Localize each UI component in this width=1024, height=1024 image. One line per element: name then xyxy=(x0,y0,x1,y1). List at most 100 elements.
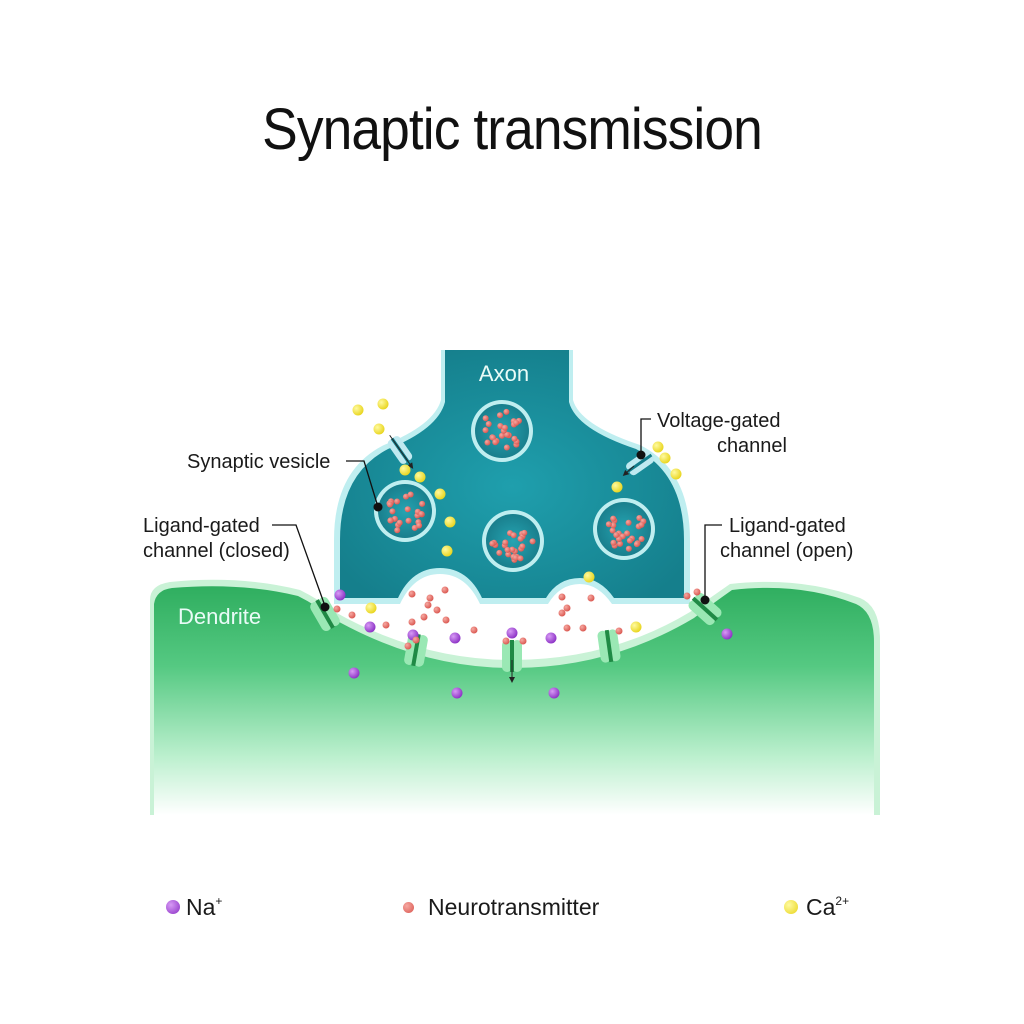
neurotransmitter-molecule xyxy=(502,637,510,645)
synaptic-vesicle-label: Synaptic vesicle xyxy=(187,451,330,473)
neurotransmitter-molecule xyxy=(497,423,504,430)
neurotransmitter-molecule xyxy=(615,627,623,635)
neurotransmitter-molecule xyxy=(441,586,449,594)
neurotransmitter-molecule xyxy=(396,519,403,526)
neurotransmitter-molecule xyxy=(625,545,632,552)
neurotransmitter-molecule xyxy=(426,594,434,602)
neurotransmitter-molecule xyxy=(408,590,416,598)
legend-label-na: Na+ xyxy=(186,893,223,920)
neurotransmitter-molecule xyxy=(613,532,620,539)
neurotransmitter-molecule xyxy=(624,530,631,537)
neurotransmitter-molecule xyxy=(424,601,432,609)
ca-ion xyxy=(611,481,623,493)
neurotransmitter-molecule xyxy=(502,539,509,546)
neurotransmitter-molecule xyxy=(389,508,396,515)
neurotransmitter-molecule xyxy=(517,555,524,562)
neurotransmitter-molecule xyxy=(563,604,571,612)
ca-ion xyxy=(352,404,364,416)
neurotransmitter-molecule xyxy=(484,439,491,446)
neurotransmitter-molecule xyxy=(405,517,412,524)
neurotransmitter-molecule xyxy=(609,527,616,534)
ca-ion-icon xyxy=(784,900,798,914)
neurotransmitter-molecule xyxy=(503,408,510,415)
neurotransmitter-molecule xyxy=(348,611,356,619)
neurotransmitter-molecule xyxy=(412,636,420,644)
neurotransmitter-molecule xyxy=(387,517,394,524)
callout-synaptic-vesicle: Synaptic vesicle xyxy=(187,451,383,512)
neurotransmitter-molecule xyxy=(512,554,519,561)
ca-ion xyxy=(373,423,385,435)
neurotransmitter-molecule xyxy=(587,594,595,602)
na-ion xyxy=(721,628,733,640)
neurotransmitter-molecule xyxy=(333,605,341,613)
neurotransmitter-molecule xyxy=(517,535,524,542)
legend-item-na: Na+ xyxy=(166,890,222,924)
neurotransmitter-molecule xyxy=(503,444,510,451)
ca-ion xyxy=(659,452,671,464)
neurotransmitter-molecule xyxy=(485,421,492,428)
callout-voltage-gated: Voltage-gated channel xyxy=(636,410,787,460)
neurotransmitter-molecule xyxy=(489,540,496,547)
neurotransmitter-molecule xyxy=(504,431,511,438)
legend-label-ca: Ca2+ xyxy=(806,893,850,920)
neurotransmitter-molecule xyxy=(513,419,520,426)
neurotransmitter-molecule xyxy=(605,521,612,528)
voltage-gated-channel-left xyxy=(387,434,414,469)
synaptic-vesicle xyxy=(374,480,436,542)
neurotransmitter-molecule xyxy=(504,546,511,553)
neurotransmitter-molecule xyxy=(563,624,571,632)
neurotransmitter-molecule xyxy=(419,500,426,507)
ca-ion xyxy=(630,621,642,633)
callout-ligand-open: Ligand-gated channel (open) xyxy=(700,515,853,605)
neurotransmitter-molecule xyxy=(496,549,503,556)
neurotransmitter-molecule xyxy=(505,551,512,558)
ca-ion xyxy=(377,398,389,410)
ligand-gated-channel xyxy=(502,640,522,672)
neurotransmitter-molecule xyxy=(386,501,393,508)
neurotransmitter-icon xyxy=(403,901,414,913)
neurotransmitter-molecule xyxy=(394,527,401,534)
ligand-closed-label-line2: channel (closed) xyxy=(143,540,290,562)
neurotransmitter-molecule xyxy=(610,539,617,546)
na-ion xyxy=(548,687,560,699)
neurotransmitter-molecule xyxy=(382,621,390,629)
ca-ion xyxy=(414,471,426,483)
neurotransmitter-molecule xyxy=(519,543,526,550)
synaptic-vesicle xyxy=(482,510,544,572)
callout-ligand-closed: Ligand-gated channel (closed) xyxy=(143,515,330,612)
ca-ion xyxy=(434,488,446,500)
ligand-closed-label-line1: Ligand-gated xyxy=(143,515,260,537)
ca-ion xyxy=(670,468,682,480)
neurotransmitter-molecule xyxy=(482,415,489,422)
neurotransmitter-molecule xyxy=(693,588,701,596)
neurotransmitter-molecule xyxy=(418,510,425,517)
neurotransmitter-molecule xyxy=(558,609,566,617)
na-ion xyxy=(506,627,518,639)
neurotransmitter-molecule xyxy=(402,493,409,500)
vesicle-group xyxy=(374,400,655,572)
na-ion xyxy=(364,621,376,633)
neurotransmitter-molecule xyxy=(625,519,632,526)
neurotransmitter-molecule xyxy=(511,435,518,442)
na-ion-icon xyxy=(166,900,180,914)
neurotransmitter-molecule xyxy=(529,538,536,545)
neurotransmitter-molecule xyxy=(617,540,624,547)
neurotransmitter-molecule xyxy=(633,541,640,548)
neurotransmitter-molecule xyxy=(404,642,412,650)
ca-ion xyxy=(399,464,411,476)
neurotransmitter-molecule xyxy=(510,532,517,539)
neurotransmitter-molecule xyxy=(489,434,496,441)
neurotransmitter-molecule xyxy=(638,521,645,528)
neurotransmitter-molecule xyxy=(470,626,478,634)
neurotransmitter-molecule xyxy=(638,535,645,542)
ion-group xyxy=(333,398,733,699)
neurotransmitter-molecule xyxy=(626,537,633,544)
legend-item-neurotransmitter: Neurotransmitter xyxy=(403,890,599,924)
ca-ion xyxy=(652,441,664,453)
legend-label-neurotransmitter: Neurotransmitter xyxy=(428,893,600,920)
na-ion xyxy=(449,632,461,644)
neurotransmitter-molecule xyxy=(610,515,617,522)
neurotransmitter-molecule xyxy=(501,424,508,431)
neurotransmitter-molecule xyxy=(442,616,450,624)
na-ion xyxy=(545,632,557,644)
